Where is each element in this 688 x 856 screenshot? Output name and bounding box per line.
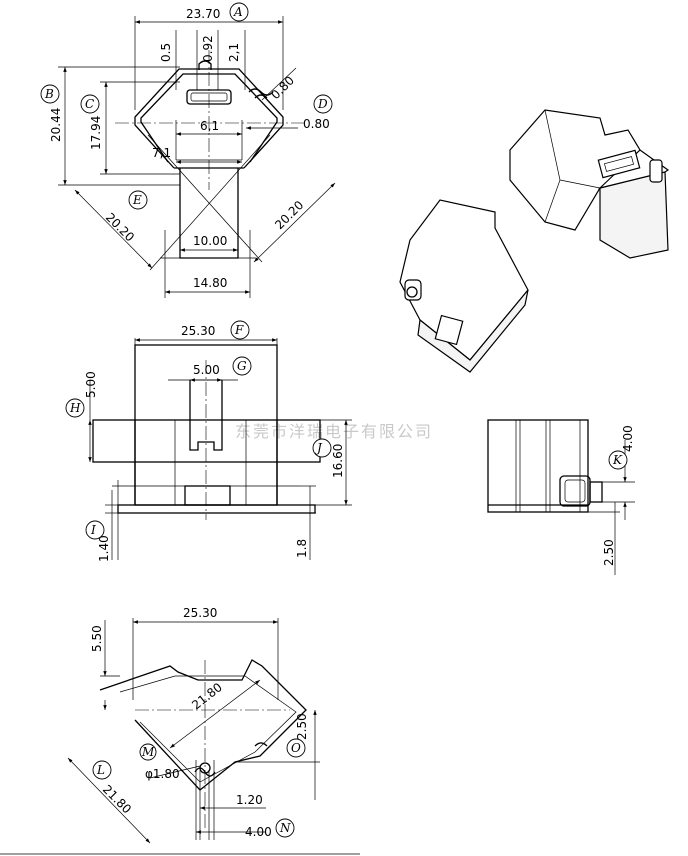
isometric-views bbox=[399, 109, 670, 373]
callout-d bbox=[313, 94, 333, 114]
dim-0-5: 0.5 bbox=[159, 43, 173, 62]
dim-5-00-width: 5.00 bbox=[193, 363, 220, 377]
callout-o bbox=[286, 738, 306, 758]
dim-20-20-left: 20.20 bbox=[103, 210, 137, 244]
callout-m bbox=[139, 743, 157, 761]
callout-o-label: O bbox=[291, 741, 301, 755]
front-view: 25.30 5.00 5.00 16.60 1.40 1.8 F G H bbox=[65, 320, 352, 562]
top-view: 23.70 0.5 0.92 2,1 0.80 0.80 20.44 17.94 bbox=[40, 2, 336, 298]
callout-g-label: G bbox=[237, 359, 247, 373]
callout-c-label: C bbox=[85, 97, 94, 111]
callout-e bbox=[128, 190, 148, 210]
callout-k-label: K bbox=[612, 453, 623, 467]
callout-a-label: A bbox=[233, 5, 243, 19]
watermark: 东莞市洋瑞电子有限公司 bbox=[235, 422, 433, 441]
bottom-view: 25.30 5.50 21.80 21.80 2.50 φ1.80 1.20 4… bbox=[67, 606, 320, 844]
dim-20-20-right: 20.20 bbox=[272, 198, 306, 232]
callout-b bbox=[40, 84, 60, 104]
callout-f-label: F bbox=[234, 323, 244, 337]
callout-h bbox=[65, 398, 85, 418]
side-view: 4.00 2.50 K bbox=[487, 419, 635, 575]
dim-6-1: 6,1 bbox=[200, 119, 219, 133]
dim-phi-1-80: φ1.80 bbox=[145, 767, 180, 781]
dim-1-8: 1.8 bbox=[295, 539, 309, 558]
dim-1-20: 1.20 bbox=[236, 793, 263, 807]
dim-25-30-bottom: 25.30 bbox=[183, 606, 217, 620]
callout-h-label: H bbox=[69, 401, 81, 415]
callout-l-label: L bbox=[96, 763, 105, 777]
dim-23-70: 23.70 bbox=[186, 7, 220, 21]
dim-17-94: 17.94 bbox=[89, 116, 103, 150]
dim-21-80-left: 21.80 bbox=[100, 782, 134, 816]
dim-4-00-side: 4.00 bbox=[621, 425, 635, 452]
callout-l bbox=[92, 760, 112, 780]
dim-2-1: 2,1 bbox=[227, 43, 241, 62]
dim-0-92: 0.92 bbox=[201, 35, 215, 62]
dim-1-40: 1.40 bbox=[97, 535, 111, 562]
dim-7-1: 7,1 bbox=[152, 146, 171, 160]
dim-2-50-bottom: 2.50 bbox=[295, 713, 309, 740]
callout-g bbox=[232, 356, 252, 376]
dim-14-80: 14.80 bbox=[193, 276, 227, 290]
callout-i-label: I bbox=[90, 523, 96, 537]
callout-k bbox=[608, 450, 628, 470]
callout-n-label: N bbox=[279, 821, 291, 835]
dim-0-80: 0.80 bbox=[303, 117, 330, 131]
dim-10-00: 10.00 bbox=[193, 234, 227, 248]
dim-0-80-diag: 0.80 bbox=[268, 73, 297, 102]
callout-a bbox=[229, 2, 249, 22]
callout-d-label: D bbox=[317, 97, 328, 111]
dim-21-80-diag: 21.80 bbox=[189, 680, 225, 712]
callout-b-label: B bbox=[44, 87, 54, 101]
dim-2-50-side: 2.50 bbox=[602, 539, 616, 566]
dim-16-60: 16.60 bbox=[331, 444, 345, 478]
callout-i bbox=[85, 520, 105, 540]
callout-f bbox=[230, 320, 250, 340]
dim-25-30: 25.30 bbox=[181, 324, 215, 338]
callout-j-label: J bbox=[314, 441, 323, 455]
callout-c bbox=[80, 94, 100, 114]
dim-5-50: 5.50 bbox=[90, 625, 104, 652]
callout-j bbox=[312, 438, 332, 458]
callout-n bbox=[275, 818, 295, 838]
dim-5-00-height: 5.00 bbox=[84, 371, 98, 398]
dim-4-00-bottom: 4.00 bbox=[245, 825, 272, 839]
callout-m-label: M bbox=[141, 745, 155, 759]
callout-e-label: E bbox=[132, 193, 142, 207]
dim-20-44: 20.44 bbox=[49, 108, 63, 142]
